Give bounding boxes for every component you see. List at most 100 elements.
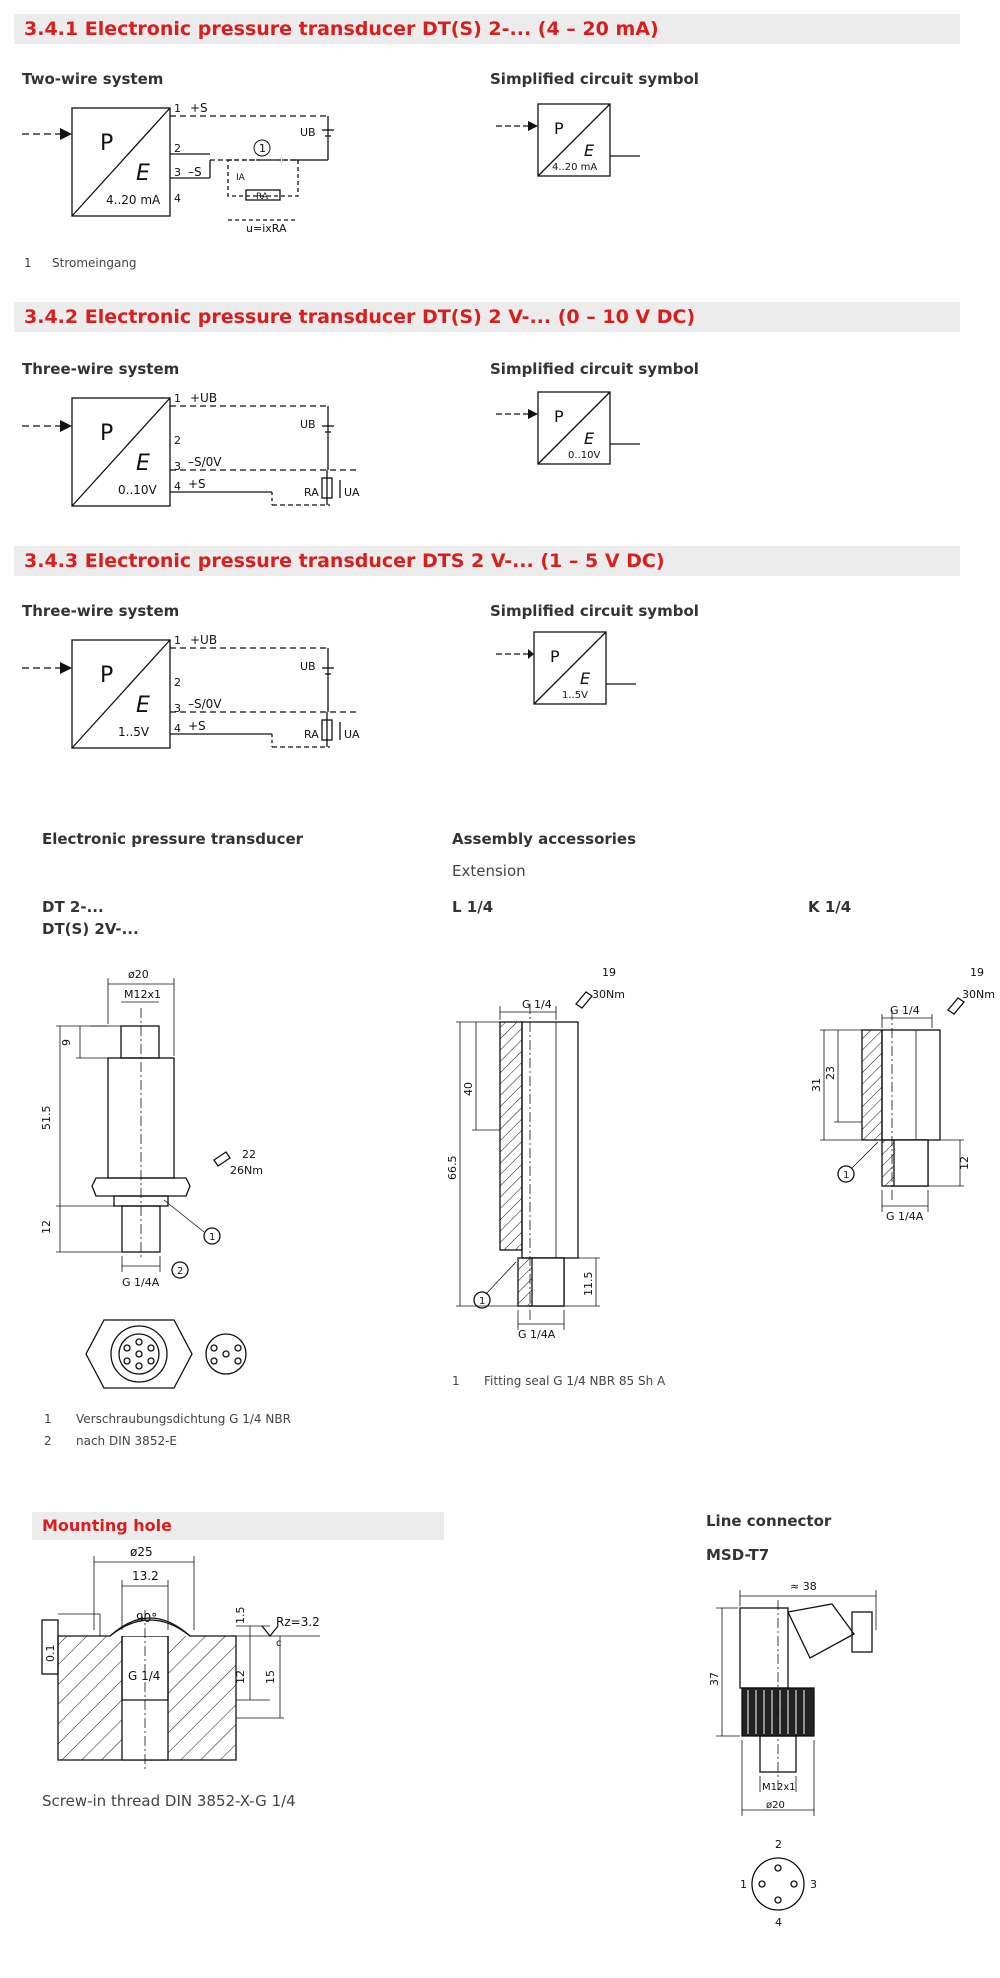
svg-text:–S: –S <box>188 165 202 179</box>
svg-text:UA: UA <box>344 728 360 741</box>
svg-text:12: 12 <box>958 1156 971 1170</box>
svg-text:M12x1: M12x1 <box>762 1782 796 1793</box>
svg-text:51.5: 51.5 <box>40 1106 53 1131</box>
svg-text:1: 1 <box>174 392 181 405</box>
svg-text:G 1/4: G 1/4 <box>522 998 552 1011</box>
symbol-label-3: Simplified circuit symbol <box>490 602 699 620</box>
svg-text:RA: RA <box>304 486 319 499</box>
note-num-1: 1 <box>24 256 32 270</box>
acc-note-text: Fitting seal G 1/4 NBR 85 Sh A <box>484 1374 666 1388</box>
svg-text:Rz=3.2: Rz=3.2 <box>276 1615 320 1629</box>
model-dt2: DT 2-... <box>42 898 104 916</box>
svg-text:15: 15 <box>264 1670 277 1684</box>
svg-text:G 1/4: G 1/4 <box>128 1669 160 1683</box>
svg-text:4: 4 <box>775 1916 782 1929</box>
svg-text:G 1/4A: G 1/4A <box>122 1276 160 1289</box>
svg-text:P: P <box>554 407 564 426</box>
model-dts2v: DT(S) 2V-... <box>42 920 139 938</box>
svg-text:E: E <box>136 693 150 718</box>
svg-text:G 1/4A: G 1/4A <box>518 1328 556 1341</box>
svg-text:4..20 mA: 4..20 mA <box>552 162 597 173</box>
svg-text:1: 1 <box>479 1296 485 1307</box>
svg-text:G 1/4A: G 1/4A <box>886 1210 924 1223</box>
svg-text:E: E <box>584 429 595 448</box>
svg-text:2: 2 <box>174 676 181 689</box>
svg-text:2: 2 <box>775 1838 782 1851</box>
svg-text:G 1/4: G 1/4 <box>890 1004 920 1017</box>
svg-text:≈ 38: ≈ 38 <box>790 1580 817 1593</box>
svg-text:ø20: ø20 <box>128 968 149 981</box>
svg-text:M12x1: M12x1 <box>124 988 161 1001</box>
transducer-heading: Electronic pressure transducer <box>42 830 304 848</box>
svg-text:RA: RA <box>304 728 319 741</box>
e-label-1: E <box>136 161 150 186</box>
svg-text:3: 3 <box>174 702 181 715</box>
section-title-3-4-3: 3.4.3 Electronic pressure transducer DTS… <box>14 546 960 576</box>
section-title-3-4-2: 3.4.2 Electronic pressure transducer DT(… <box>14 302 960 332</box>
svg-text:c: c <box>276 1638 282 1649</box>
svg-text:66.5: 66.5 <box>446 1156 459 1181</box>
svg-text:UB: UB <box>300 660 316 673</box>
dt-note-1-num: 1 <box>44 1412 52 1426</box>
svg-text:1: 1 <box>174 102 181 115</box>
svg-text:4..20 mA: 4..20 mA <box>106 193 161 207</box>
svg-text:12: 12 <box>234 1670 247 1684</box>
three-wire-circuit-diagram-2: P E 0..10V 1 +UB 2 3 –S/0V 4 +S UB RA UA <box>22 391 360 507</box>
svg-text:E: E <box>584 141 595 160</box>
k14-drawing: G 1/4 19 30Nm 31 23 12 G 1/4A 1 <box>810 966 995 1223</box>
svg-text:0..10V: 0..10V <box>118 483 158 497</box>
svg-text:2: 2 <box>177 1266 183 1277</box>
model-k14: K 1/4 <box>808 898 852 916</box>
svg-text:19: 19 <box>970 966 984 979</box>
svg-text:13.2: 13.2 <box>132 1569 159 1583</box>
transducer-dimension-drawing: ø20 M12x1 9 51.5 12 G 1/4A 22 26Nm 1 2 <box>40 968 263 1289</box>
p-label-1: P <box>100 131 113 156</box>
svg-text:90°: 90° <box>136 1611 157 1625</box>
circuit-symbol-3: P E 1..5V <box>496 631 636 705</box>
svg-text:2: 2 <box>174 434 181 447</box>
extension-label: Extension <box>452 862 526 880</box>
svg-text:ø25: ø25 <box>130 1545 153 1559</box>
svg-text:1: 1 <box>209 1232 215 1243</box>
svg-text:+S: +S <box>188 477 206 491</box>
svg-text:+S: +S <box>188 719 206 733</box>
dt-note-2-num: 2 <box>44 1434 52 1448</box>
svg-text:UB: UB <box>300 418 316 431</box>
circuit-symbol-1: P E 4..20 mA <box>496 103 640 177</box>
svg-text:19: 19 <box>602 966 616 979</box>
svg-text:37: 37 <box>708 1672 721 1686</box>
svg-text:4: 4 <box>174 480 181 493</box>
symbol-label-1: Simplified circuit symbol <box>490 70 699 88</box>
svg-text:9: 9 <box>60 1039 73 1046</box>
svg-text:1: 1 <box>174 634 181 647</box>
three-wire-label-3: Three-wire system <box>22 602 180 620</box>
svg-text:IA: IA <box>236 173 246 183</box>
svg-text:12: 12 <box>40 1220 53 1234</box>
svg-text:1: 1 <box>259 142 266 155</box>
svg-text:–S/0V: –S/0V <box>188 455 222 469</box>
svg-text:P: P <box>554 119 564 138</box>
svg-text:E: E <box>136 451 150 476</box>
svg-text:4: 4 <box>174 722 181 735</box>
svg-text:3: 3 <box>810 1878 817 1891</box>
model-l14: L 1/4 <box>452 898 494 916</box>
svg-text:P: P <box>550 647 560 666</box>
svg-text:3: 3 <box>174 460 181 473</box>
svg-text:1..5V: 1..5V <box>118 725 150 739</box>
svg-text:11.5: 11.5 <box>582 1272 595 1297</box>
svg-text:1.5: 1.5 <box>234 1607 247 1625</box>
connector-model: MSD-T7 <box>706 1546 770 1564</box>
svg-text:30Nm: 30Nm <box>962 988 995 1001</box>
svg-text:1..5V: 1..5V <box>562 690 588 701</box>
extension-l14-drawing: G 1/4 19 30Nm 40 66.5 11.5 G 1/4A 1 <box>446 966 625 1341</box>
svg-text:22: 22 <box>242 1148 256 1161</box>
mounting-caption: Screw-in thread DIN 3852-X-G 1/4 <box>42 1792 296 1810</box>
accessories-heading: Assembly accessories <box>452 830 637 848</box>
svg-text:u=ixRA: u=ixRA <box>246 222 287 235</box>
mounting-hole-title: Mounting hole <box>32 1512 444 1540</box>
transducer-bottom-view <box>85 1319 247 1389</box>
circuit-symbol-2: P E 0..10V <box>496 391 640 465</box>
svg-text:4: 4 <box>174 192 181 205</box>
dt-note-1-text: Verschraubungsdichtung G 1/4 NBR <box>76 1412 291 1426</box>
